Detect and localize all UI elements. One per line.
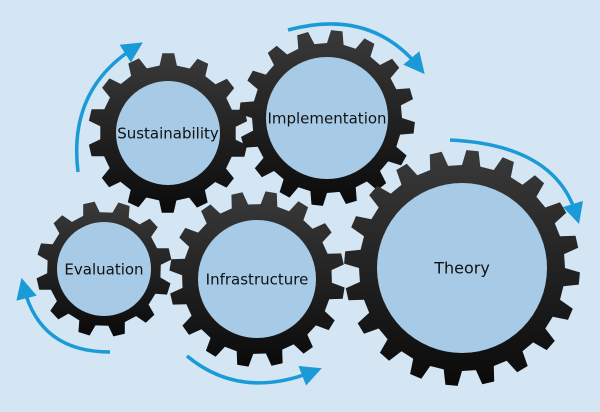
- cycle-arrow-theory-to-infrastructure: [185, 354, 322, 386]
- gear-implementation: Implementation: [239, 30, 415, 206]
- gear-hub: [116, 81, 220, 185]
- gear-label-implementation: Implementation: [267, 110, 386, 128]
- gear-hub: [377, 183, 547, 353]
- gear-theory: Theory: [344, 150, 580, 386]
- gear-label-sustainability: Sustainability: [117, 125, 219, 143]
- gear-hub: [57, 222, 151, 316]
- gear-sustainability: Sustainability: [88, 53, 248, 213]
- cycle-arrow-sustainability-to-implementation: [287, 22, 425, 75]
- gear-hub: [266, 57, 388, 179]
- gear-evaluation: Evaluation: [36, 201, 172, 337]
- gear-label-evaluation: Evaluation: [64, 261, 143, 279]
- gear-label-theory: Theory: [433, 259, 490, 278]
- cycle-arrow-infrastructure-to-evaluation: [16, 277, 111, 354]
- gear-hub: [198, 220, 316, 338]
- gear-label-infrastructure: Infrastructure: [206, 271, 309, 289]
- cycle-arrow-evaluation-to-sustainability: [74, 42, 143, 173]
- gear-infrastructure: Infrastructure: [169, 191, 345, 367]
- cycle-arrow-implementation-to-theory: [449, 138, 583, 225]
